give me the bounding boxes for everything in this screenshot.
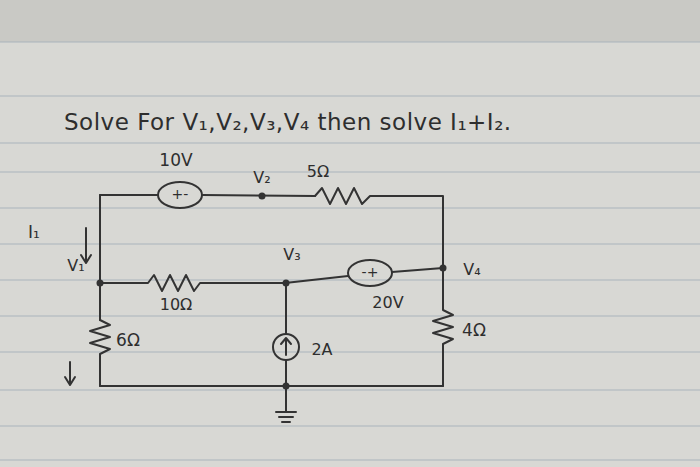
polarity-mark: -+ bbox=[362, 265, 379, 280]
wire bbox=[392, 268, 443, 272]
wire bbox=[100, 194, 158, 196]
current-arrow bbox=[65, 362, 75, 385]
node-name: V₂ bbox=[253, 169, 270, 187]
problem-title: Solve For V₁,V₂,V₃,V₄ then solve I₁+I₂. bbox=[64, 110, 512, 135]
source-value: 10V bbox=[159, 151, 192, 170]
wire bbox=[285, 283, 287, 334]
resistor-value: 10Ω bbox=[160, 296, 193, 314]
resistor-symbol bbox=[433, 268, 453, 386]
resistor-value: 6Ω bbox=[116, 331, 140, 350]
resistor-symbol bbox=[100, 275, 285, 291]
wire bbox=[202, 195, 315, 196]
wire bbox=[285, 360, 287, 386]
resistor-symbol bbox=[90, 320, 110, 386]
resistor-value: 4Ω bbox=[462, 321, 486, 340]
polarity-mark: +- bbox=[172, 187, 189, 202]
source-value: 20V bbox=[372, 294, 403, 312]
current-arrow bbox=[281, 338, 291, 355]
node-dot bbox=[259, 193, 266, 200]
wire bbox=[100, 385, 443, 387]
current-name: I₁ bbox=[28, 223, 40, 242]
node-name: V₁ bbox=[67, 257, 84, 275]
node-dot bbox=[440, 265, 447, 272]
paper-top-band bbox=[0, 0, 700, 42]
wire bbox=[99, 195, 101, 320]
resistor-symbol bbox=[315, 188, 443, 268]
node-dot bbox=[283, 280, 290, 287]
source-value: 2A bbox=[311, 341, 332, 359]
ruled-lines bbox=[0, 42, 700, 460]
voltage-source-symbol bbox=[158, 182, 202, 208]
ground-symbol bbox=[276, 386, 296, 422]
current-source-symbol bbox=[273, 334, 299, 360]
node-dot bbox=[97, 280, 104, 287]
voltage-source-symbol bbox=[348, 260, 392, 286]
node-dot bbox=[283, 383, 290, 390]
node-name: V₃ bbox=[283, 246, 300, 264]
node-name: V₄ bbox=[463, 261, 480, 279]
wire bbox=[285, 276, 348, 283]
resistor-value: 5Ω bbox=[307, 163, 329, 181]
